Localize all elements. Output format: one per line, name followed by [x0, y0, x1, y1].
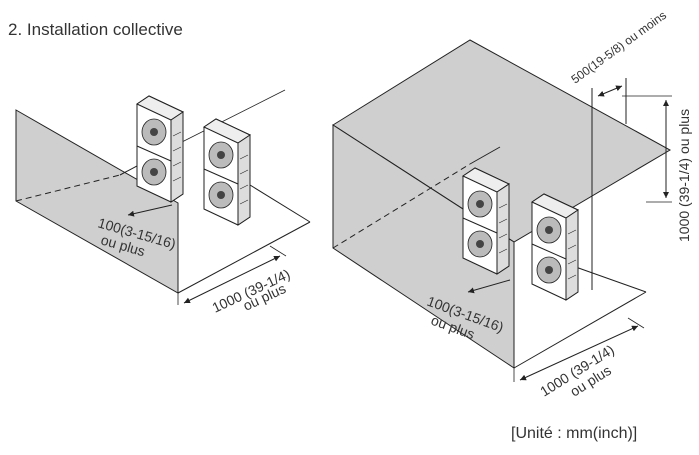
- unit-note: [Unité : mm(inch)]: [511, 425, 638, 442]
- left-ground-edge: [177, 221, 311, 294]
- outdoor-unit-icon: [136, 95, 184, 203]
- left-hidden-edge: [15, 174, 121, 202]
- right-ground-edge: [513, 291, 647, 369]
- right-figure: 500(19-5/8) ou moins 1000 (39-1/4) ou pl…: [332, 8, 692, 400]
- right-top-clearance-label: 500(19-5/8) ou moins: [569, 8, 670, 86]
- right-hidden-edge: [332, 163, 471, 249]
- right-side-clearance-arrow: [467, 279, 511, 294]
- right-top-clearance-arrow: [597, 85, 623, 97]
- left-figure: 100(3-15/16) ou plus 1000 (39-1/4) ou pl…: [15, 89, 311, 316]
- outdoor-unit-icon: [462, 167, 510, 275]
- right-height-clearance-label: 1000 (39-1/4) ou plus: [676, 109, 692, 242]
- page-title: 2. Installation collective: [8, 20, 183, 39]
- left-side-clearance-arrow: [127, 204, 173, 217]
- outdoor-unit-icon: [203, 118, 251, 226]
- outdoor-unit-icon: [531, 193, 579, 301]
- right-front-clearance-arrow: [519, 325, 639, 381]
- left-front-clearance-arrow: [183, 255, 281, 304]
